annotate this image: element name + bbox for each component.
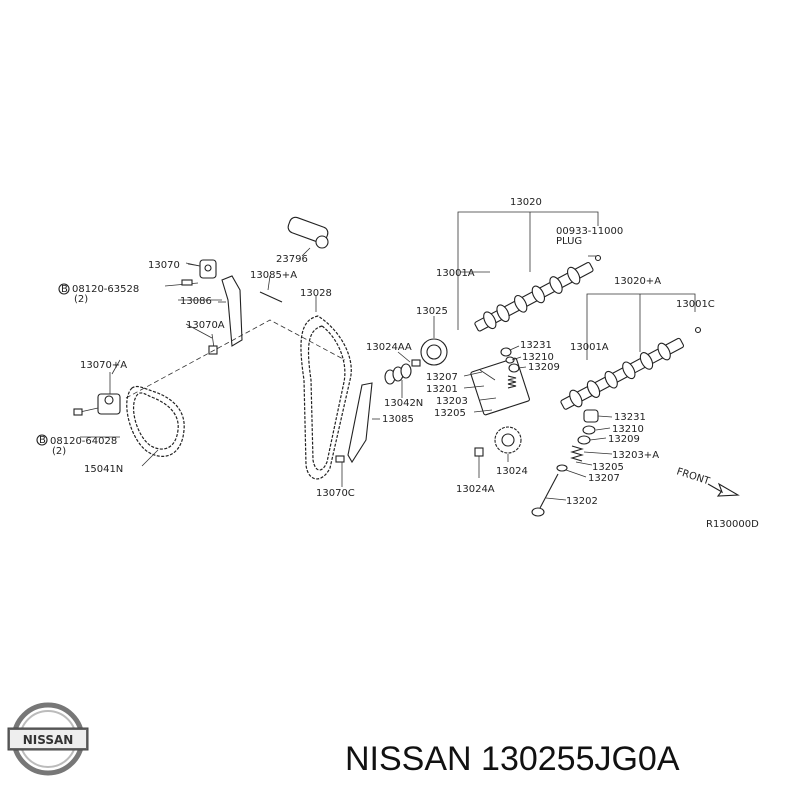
label-plug: PLUG (556, 236, 582, 247)
part-labels: 13020 00933-11000 PLUG 13001A 13020+A 13… (39, 197, 759, 530)
label-13070-a: 13070+A (80, 360, 127, 371)
bolt-marker-text: B (39, 435, 46, 446)
label-13231-upper: 13231 (520, 340, 552, 351)
label-08120-63528: 08120-63528 (72, 284, 139, 295)
label-13024: 13024 (496, 466, 528, 477)
timing-chain-13028 (300, 315, 352, 480)
label-23796: 23796 (276, 254, 308, 265)
label-13205-lower: 13205 (592, 462, 624, 473)
label-13231-lower: 13231 (614, 412, 646, 423)
chain-guide-13085 (347, 382, 373, 464)
bolt-13070c (335, 455, 345, 463)
label-13207-lower: 13207 (588, 473, 620, 484)
label-13201: 13201 (426, 384, 458, 395)
label-13209-upper: 13209 (528, 362, 560, 373)
bolt-icon (181, 279, 193, 286)
label-13085a: 13085+A (250, 270, 297, 281)
label-13001c: 13001C (676, 299, 715, 310)
bolt-marker-icon (36, 434, 48, 446)
nissan-logo: NISSAN (7, 702, 89, 776)
bolt-13024a (474, 447, 484, 457)
page-title: NISSAN 130255JG0A (345, 740, 680, 778)
washer-13042n (384, 363, 412, 385)
timing-chain-15041n (126, 385, 185, 457)
front-arrow-icon (707, 482, 740, 497)
label-13207-upper: 13207 (426, 372, 458, 383)
label-13210-lower: 13210 (612, 424, 644, 435)
leader-lines (80, 255, 613, 501)
sprocket-13025 (420, 338, 448, 366)
camshaft-upper (474, 261, 594, 332)
label-13025: 13025 (416, 306, 448, 317)
tensioner-23796 (287, 216, 329, 257)
label-13070: 13070 (148, 260, 180, 271)
label-13070c: 13070C (316, 488, 355, 499)
label-front: FRONT (675, 466, 712, 487)
logo-text: NISSAN (23, 733, 74, 747)
camshaft-assembly-lower (560, 293, 702, 410)
label-13042n: 13042N (384, 398, 423, 409)
label-13202: 13202 (566, 496, 598, 507)
label-13070a: 13070A (186, 320, 225, 331)
sprocket-13024 (494, 426, 522, 454)
label-13209-lower: 13209 (608, 434, 640, 445)
label-13001a-upper: 13001A (436, 268, 475, 279)
plug-icon (694, 326, 702, 334)
label-08120-64028: 08120-64028 (50, 436, 117, 447)
bolt-13024aa (411, 359, 421, 367)
label-13203a: 13203+A (612, 450, 659, 461)
label-13020: 13020 (510, 197, 542, 208)
bolt-marker-icon (58, 283, 70, 295)
label-13001a-lower: 13001A (570, 342, 609, 353)
label-08120-63528-qty: (2) (74, 294, 88, 305)
label-08120-64028-qty: (2) (52, 446, 66, 457)
plug-icon (594, 254, 602, 262)
valve-parts-lower (531, 409, 599, 517)
label-13203-upper: 13203 (436, 396, 468, 407)
label-13210-upper: 13210 (522, 352, 554, 363)
label-13085: 13085 (382, 414, 414, 425)
label-13024aa: 13024AA (366, 342, 412, 353)
camshaft-assembly-upper (457, 211, 602, 332)
label-13024a: 13024A (456, 484, 495, 495)
valve-parts-upper (470, 347, 530, 416)
label-00933-11000: 00933-11000 (556, 226, 623, 237)
label-13020a: 13020+A (614, 276, 661, 287)
chain-guide-13086 (218, 275, 243, 347)
bolt-13070a (208, 333, 218, 355)
camshaft-lower (560, 337, 684, 410)
bolt-marker-text: B (61, 284, 68, 295)
chain-tensioner-13070a (73, 372, 121, 416)
pin-13085a (259, 291, 283, 303)
diagram-code: R130000D (706, 519, 759, 530)
chain-tensioner-13070 (164, 259, 217, 287)
label-13086: 13086 (180, 296, 212, 307)
label-13205-upper: 13205 (434, 408, 466, 419)
label-13028: 13028 (300, 288, 332, 299)
label-15041n: 15041N (84, 464, 123, 475)
